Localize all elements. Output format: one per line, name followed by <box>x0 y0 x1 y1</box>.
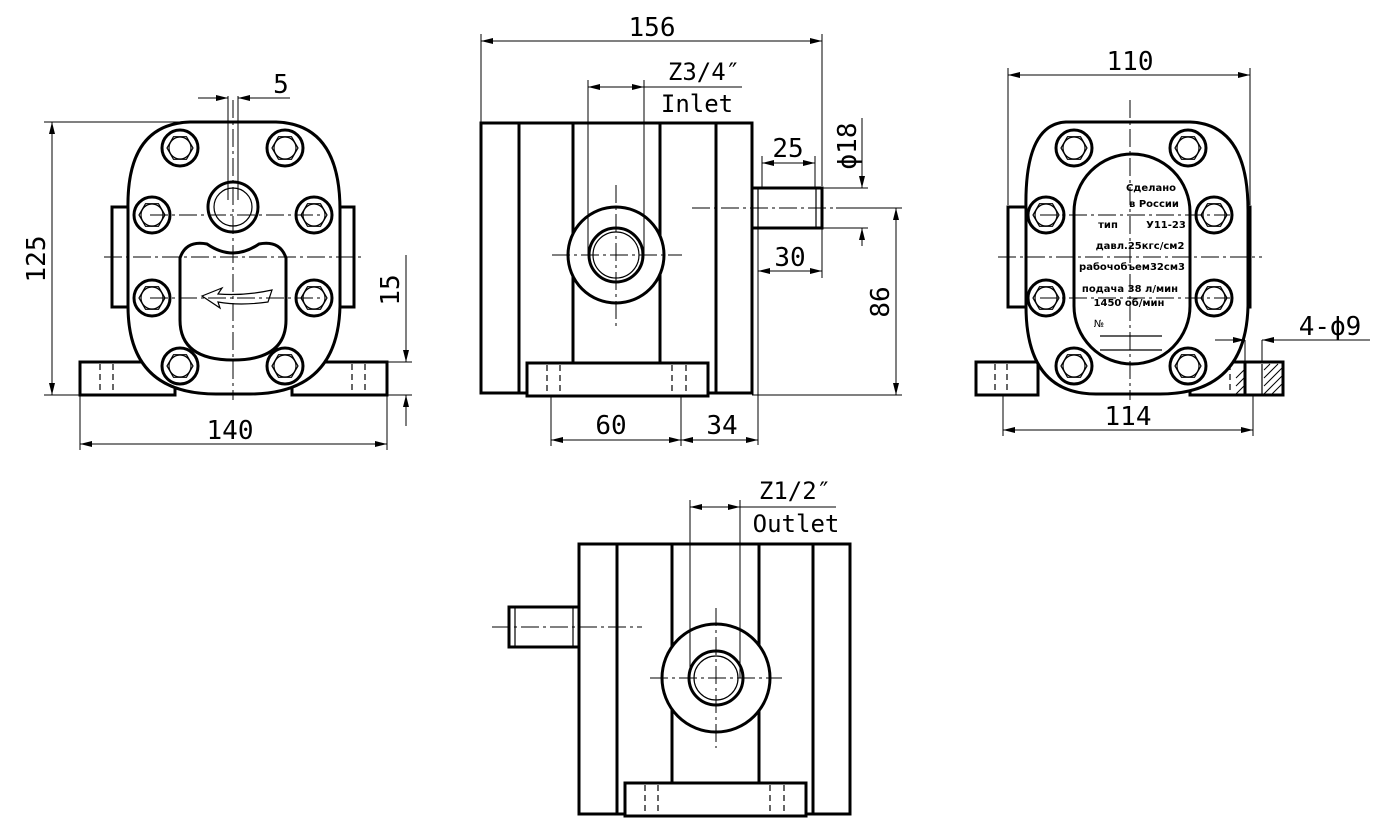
side-dim-shaft-ext: 30 <box>774 243 805 273</box>
side-dim-length: 156 <box>629 13 676 43</box>
front-view: 5 125 15 140 <box>22 70 412 450</box>
side-dim-base-offset: 34 <box>706 411 737 441</box>
rear-view: Сделано в России тип У11-23 давл.25кгс/с… <box>974 47 1370 436</box>
rotation-arrow-icon <box>200 286 273 310</box>
front-dim-slot: 5 <box>273 70 289 100</box>
plate-line-5: давл.25кгс/см2 <box>1096 241 1185 252</box>
rear-dim-holes: 4-ϕ9 <box>1299 312 1362 342</box>
plate-line-7: подача 38 л/мин <box>1082 284 1178 295</box>
front-dim-height: 125 <box>22 236 52 283</box>
hole-hatch <box>1235 363 1283 395</box>
outlet-thread: Z1/2″ <box>759 477 831 505</box>
inlet-thread: Z3/4″ <box>668 58 740 86</box>
rear-dim-width: 110 <box>1107 47 1154 77</box>
side-dim-axis-height: 86 <box>866 286 896 317</box>
rear-body <box>1024 120 1250 396</box>
bottom-view: Z1/2″ Outlet <box>492 477 852 818</box>
bottom-base <box>623 781 808 818</box>
plate-line-8: 1450 об/мин <box>1094 297 1165 309</box>
side-dim-shaft-len: 25 <box>772 134 803 164</box>
side-view: 156 Z3/4″ Inlet 25 ϕ18 30 <box>479 13 902 446</box>
outlet-label: Outlet <box>753 510 840 538</box>
plate-line-9: № <box>1094 319 1104 330</box>
rear-dim-base-width: 114 <box>1105 402 1152 432</box>
side-dim-shaft-dia: ϕ18 <box>833 123 863 170</box>
plate-line-3: тип <box>1098 220 1118 231</box>
inlet-label: Inlet <box>661 90 733 118</box>
front-dim-base: 15 <box>376 274 406 305</box>
plate-line-1: Сделано <box>1126 183 1176 194</box>
plate-line-2: в России <box>1129 199 1179 210</box>
plate-line-6: рабочобъем32см3 <box>1079 261 1185 273</box>
front-dim-width: 140 <box>207 416 254 446</box>
nameplate <box>1072 152 1192 366</box>
side-base <box>525 361 710 398</box>
front-rotation-panel <box>178 241 288 362</box>
plate-line-4: У11-23 <box>1146 220 1186 231</box>
side-dim-base-len: 60 <box>595 411 626 441</box>
front-body <box>126 120 342 396</box>
